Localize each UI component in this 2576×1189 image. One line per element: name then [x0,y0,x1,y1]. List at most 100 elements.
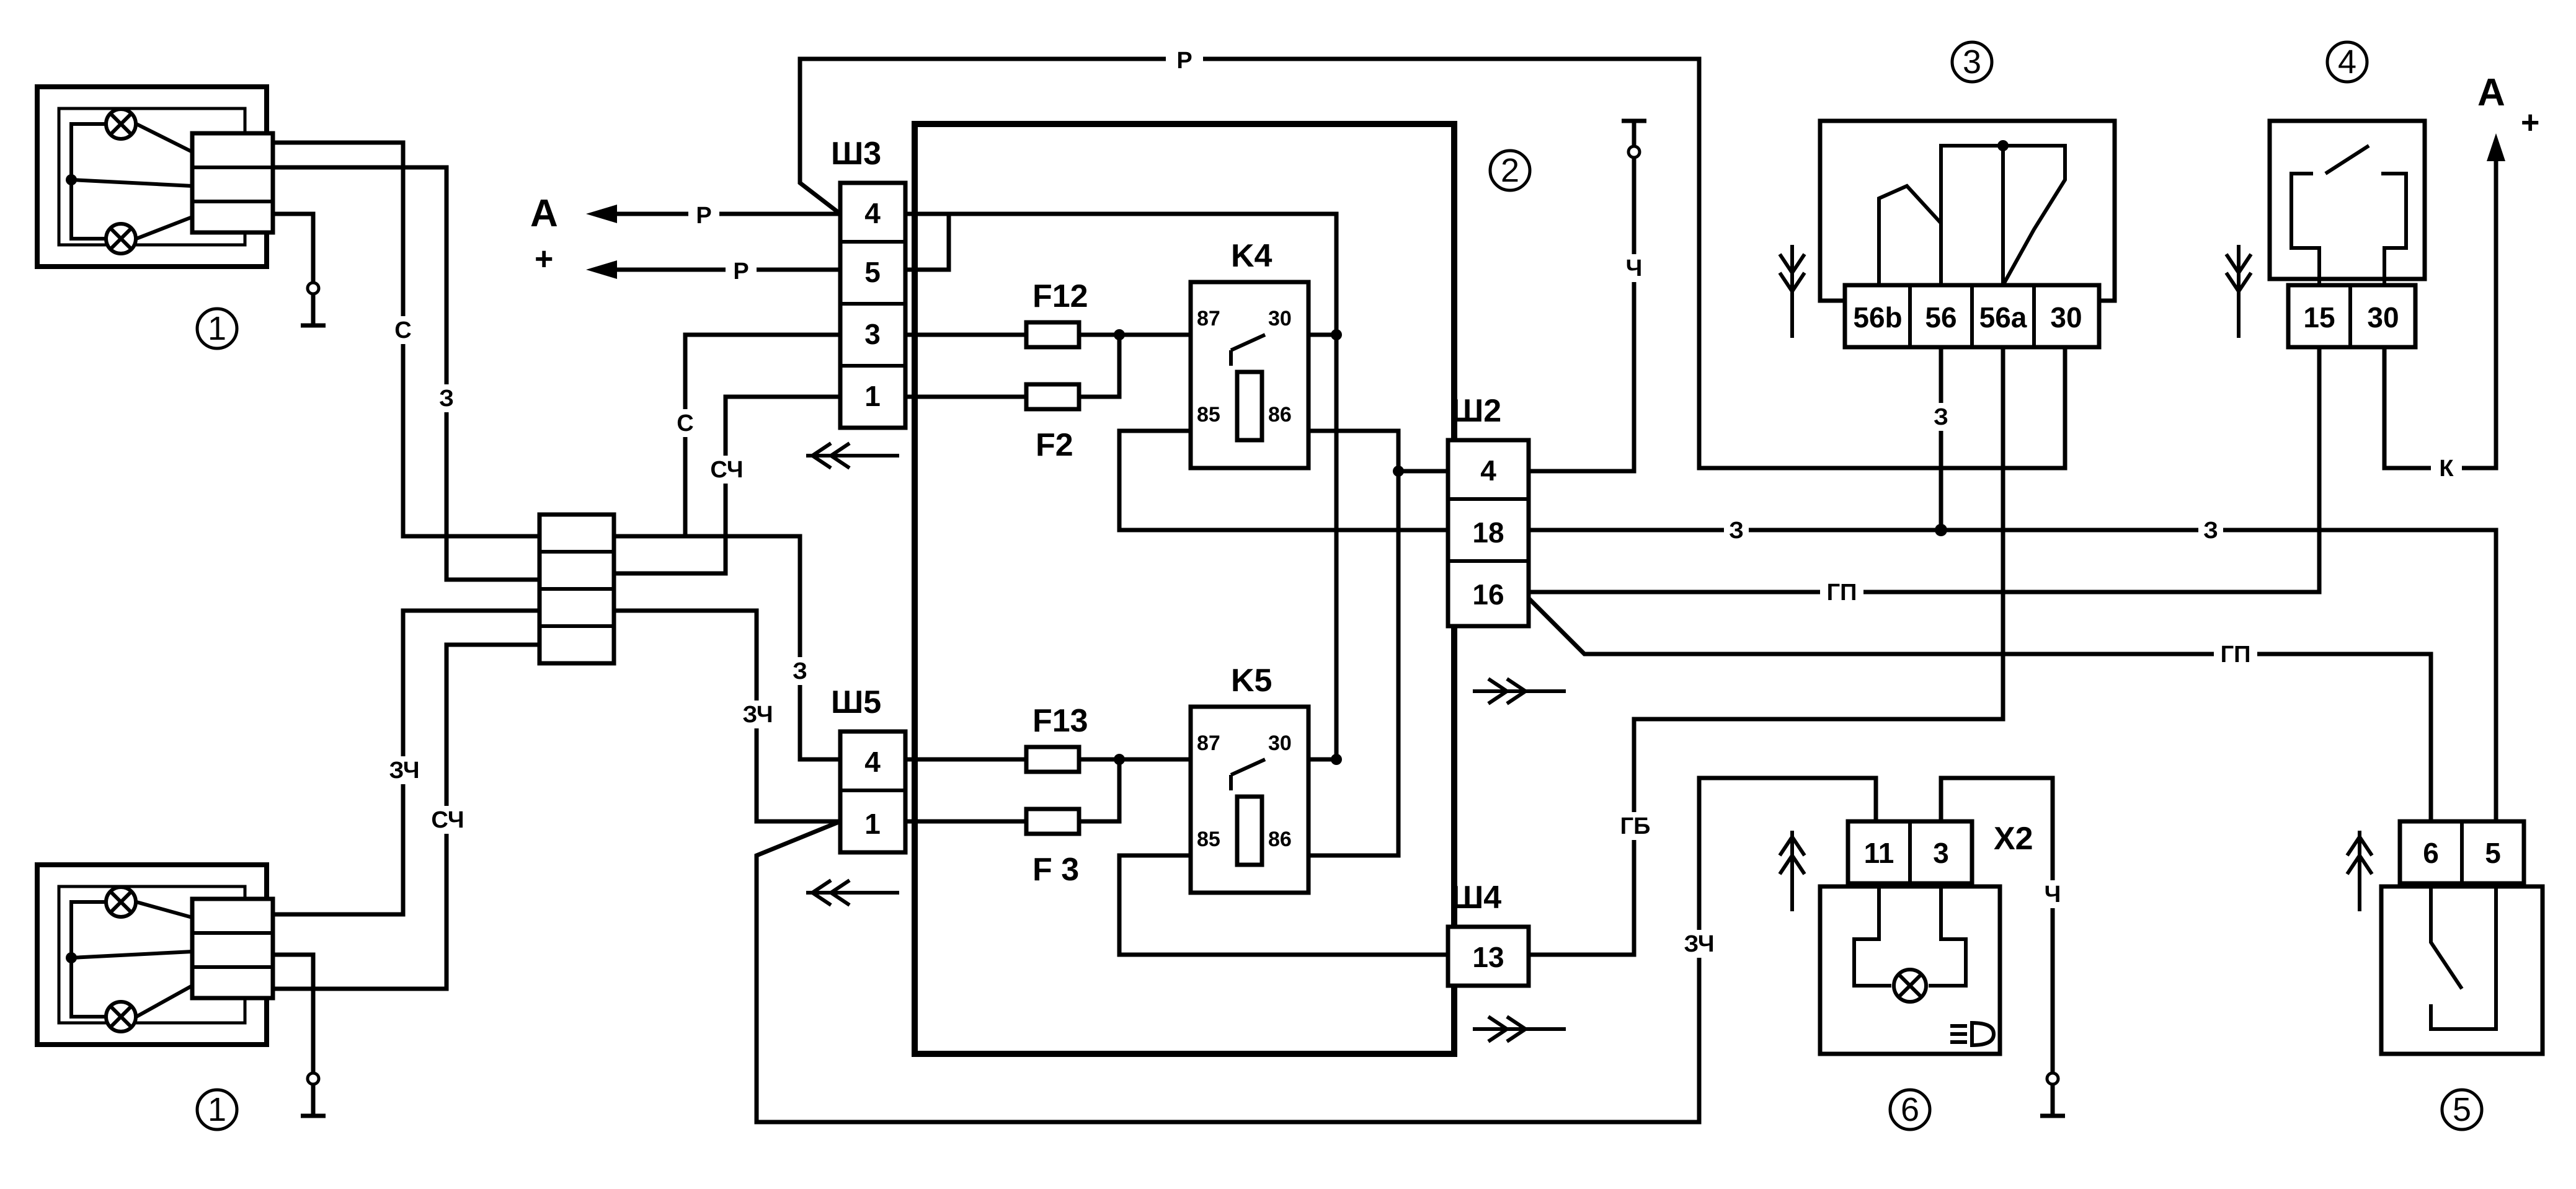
wire-label-zch: ЗЧ [742,702,773,728]
wire-label-gp: ГП [2221,642,2251,668]
connector-sh2: 4 18 16 Ш2 [1446,393,1531,629]
relay-pin: 86 [1268,828,1292,851]
comp5-pin-0: 6 [2423,837,2439,869]
connector-sh4: 13 Ш4 [1446,880,1531,988]
connector-sh3: 4 5 3 1 Ш3 [831,136,908,430]
fuse-f2-label: F2 [1036,427,1073,463]
fuse-f12-label: F12 [1033,278,1088,314]
chevron-up-icon [2345,831,2374,911]
wire-k4-86 [1308,428,1401,858]
component-number-1-bottom: 1 [208,1091,226,1128]
component-numbers: 1 1 2 3 4 5 6 [195,40,2484,1131]
wire-lamp1-gnd [270,211,316,285]
sh2-pin-0: 4 [1480,454,1496,487]
component-number-4: 4 [2338,43,2356,81]
wire-label-gb: ГБ [1620,813,1651,839]
chevron-up-icon [1778,831,1806,911]
terminal-a-right: A [2477,71,2505,114]
wire-k5-85 [1117,853,1448,957]
wire-label-ch: Ч [1626,255,1643,281]
sh4-pin-0: 13 [1472,941,1504,973]
connector-sh5-label: Ш5 [831,684,881,720]
sh3-pin-3: 1 [864,380,881,412]
connector-sh2-label: Ш2 [1451,393,1501,429]
wire-label-ch: Ч [2045,882,2061,908]
headlight-icon [1950,1020,1996,1048]
wire-z-sh5-4 [614,534,840,762]
wire-label-s: С [394,317,411,343]
wire-sh3-45-bridge [905,214,951,272]
terminal-plus-left: + [535,241,553,277]
wire-label-sch: СЧ [710,457,743,483]
wire-x2-11-zch [754,776,1878,1125]
sh5-pin-1: 1 [864,808,881,840]
comp3-pin-2: 56a [1979,301,2027,334]
wire-label-z: З [793,658,807,684]
relay-pin: 85 [1197,403,1220,427]
component-number-2: 2 [1501,152,1519,189]
wire-sh2-18-z [1529,528,2498,821]
wire-label-k: К [2439,456,2454,482]
relay-pin: 87 [1197,732,1220,755]
wire-label-z: З [1934,404,1948,430]
relay-pin: 86 [1268,403,1292,427]
component-number-6: 6 [1901,1091,1919,1128]
wire-f3-join [1079,759,1122,824]
relay-k4: K4 87 30 85 86 [1188,238,1311,471]
relay-pin: 87 [1197,307,1220,330]
wire-label-z: З [1729,518,1744,544]
component-6-lamp: 11 3 X2 [1818,819,2033,1056]
sh2-pin-2: 16 [1472,578,1504,611]
wire-zch-sh5-1 [614,608,840,824]
lamp-crosses [109,112,133,1029]
wire-r-top [797,56,2067,471]
sh3-pin-1: 5 [864,256,881,288]
wire-k4-85 [1117,428,1448,533]
comp5-pin-1: 5 [2485,837,2501,869]
lamp-unit-bottom [35,862,275,1047]
wire-lamp1-z [270,165,540,582]
relay-k5-label: K5 [1231,663,1272,699]
arrow-left-icon [586,205,617,223]
chevron-down-icon [2224,245,2253,338]
connector-sh5: 4 1 Ш5 [831,684,908,855]
x2-pin-1: 3 [1933,837,1949,869]
fuse-f13-label: F13 [1033,703,1088,739]
sh2-pin-1: 18 [1472,516,1504,549]
relay-pin: 30 [1268,307,1292,330]
relay-k5: K5 87 30 85 86 [1188,663,1311,895]
arrow-left-icon [586,260,617,279]
terminal-a-left: A [530,192,558,235]
lamp-unit-top [35,84,275,269]
terminal-plus-right: + [2521,105,2539,141]
wire-label-zch: ЗЧ [1684,931,1714,957]
sh5-pin-0: 4 [864,746,881,778]
fuse-f3-label: F 3 [1033,852,1079,888]
comp3-pin-1: 56 [1925,301,1956,334]
wire-label-sch: СЧ [431,807,464,833]
wire-label-r: Р [733,259,748,285]
sh3-pin-2: 3 [864,318,881,350]
chevron-down-icon [1778,245,1806,338]
wire-sh2-16-gp2 [1527,596,2433,821]
ground-symbols [306,144,2060,1086]
connector-sh3-label: Ш3 [831,136,881,172]
connector-chevrons [806,245,2374,1043]
wire-x2-3-ch [1939,776,2055,1076]
wire-lamp2-gnd [270,952,316,1076]
wire-label-gp: ГП [1827,580,1857,606]
fuses: F12 F2 F13 F 3 [1024,278,1404,888]
component-number-5: 5 [2453,1091,2471,1128]
comp4-pin-1: 30 [2367,301,2399,334]
comp4-pin-0: 15 [2303,301,2335,334]
component-5: 6 5 [2379,819,2545,1056]
arrow-up-icon [2487,133,2505,161]
relay-k4-label: K4 [1231,238,1272,274]
wires [270,56,2498,1125]
chevron-right-icon [1473,1015,1566,1043]
wire-label-r: Р [1176,48,1192,74]
harness-connector [537,512,616,666]
mounting-block [912,121,1457,1057]
chevron-left-icon [806,878,899,907]
